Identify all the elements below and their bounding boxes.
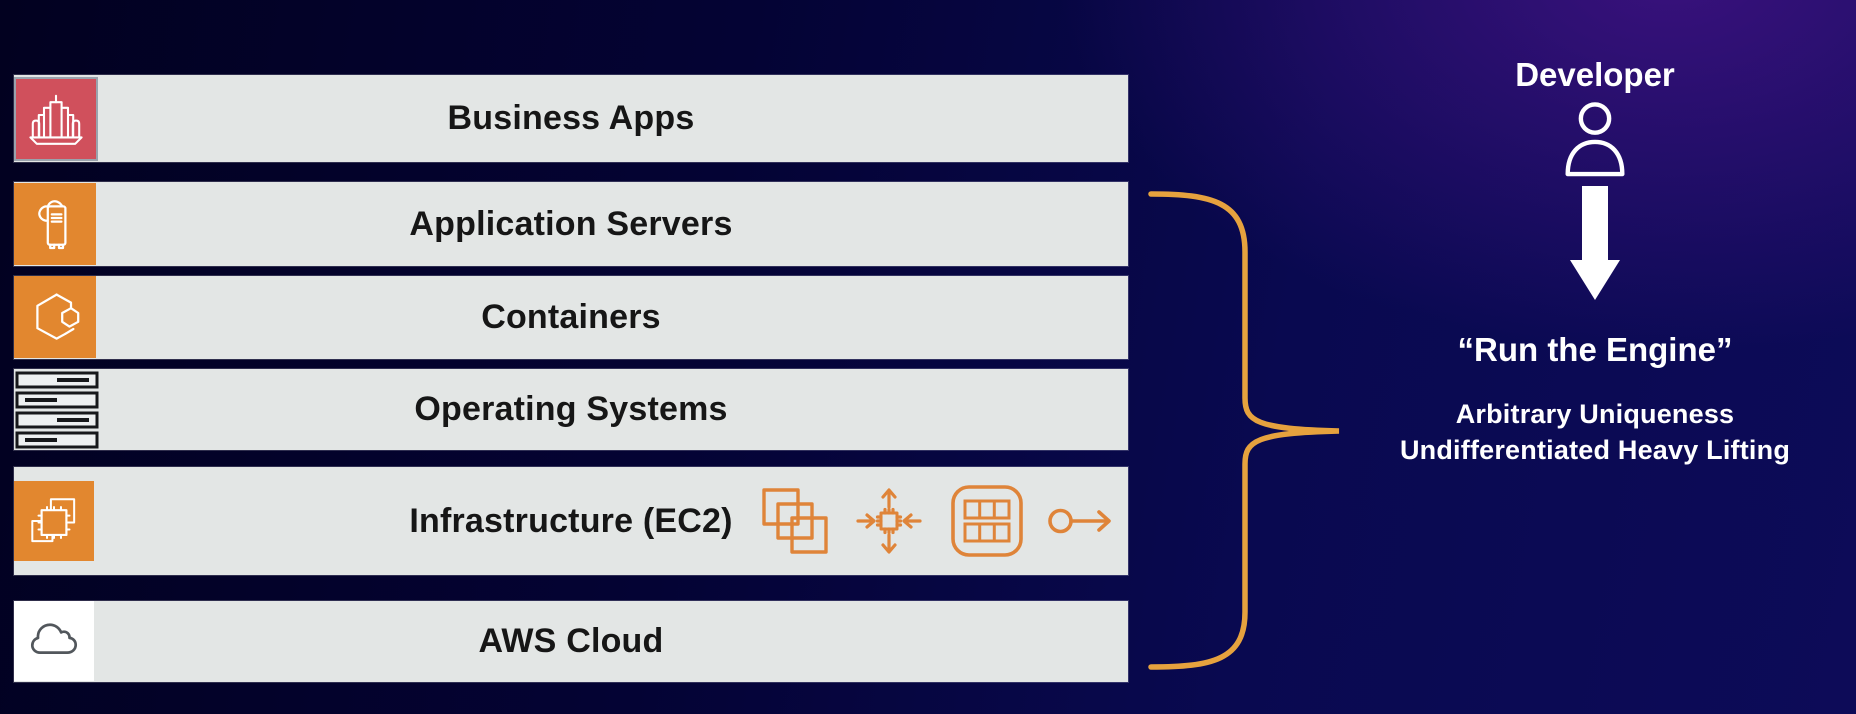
instance-grid-icon [951,485,1023,557]
developer-title: Developer [1515,56,1675,93]
key-arrow-icon [1048,508,1111,534]
layer-label: Infrastructure (EC2) [409,501,733,540]
layer-label: Containers [481,298,661,336]
stack-layer-application-servers: Application Servers [14,182,1128,266]
stack-layer-aws-cloud: AWS Cloud [14,601,1128,682]
ec2-feature-icons [762,467,1120,575]
layer-bar: Containers [14,276,1128,359]
application-server-icon [14,183,96,265]
heavy-lifting-subtitle: Arbitrary Uniqueness Undifferentiated He… [1400,396,1790,468]
stack-layer-business-apps: Business Apps [14,75,1128,162]
down-arrow-icon [1568,186,1622,302]
subtitle-line-1: Arbitrary Uniqueness [1455,399,1735,429]
containers-icon [14,276,96,358]
layer-bar: AWS Cloud [14,601,1128,682]
person-icon [1552,100,1638,178]
developer-panel: Developer “Run the Engine” Arbitrary Uni… [1330,0,1856,714]
run-the-engine-quote: “Run the Engine” [1457,331,1733,368]
layer-label: AWS Cloud [478,622,664,660]
layer-label: Business Apps [447,99,695,137]
stack-layer-infrastructure-ec2: Infrastructure (EC2) [14,467,1128,575]
layer-bar: Business Apps [14,75,1128,162]
stacked-instances-icon [762,488,828,554]
layer-bar: Operating Systems [14,369,1128,450]
layer-bar: Application Servers [14,182,1128,266]
server-stack-icon [14,369,100,451]
stack-layer-operating-systems: Operating Systems [14,369,1128,450]
stack-layer-containers: Containers [14,276,1128,359]
cloud-icon [14,601,94,681]
subtitle-line-2: Undifferentiated Heavy Lifting [1399,435,1791,465]
layer-label: Application Servers [409,204,733,243]
layer-label: Operating Systems [414,390,728,428]
layer-bar: Infrastructure (EC2) [14,467,1128,575]
business-apps-icon [14,77,98,161]
elastic-compute-icon [856,488,922,554]
ec2-chip-icon [14,481,94,561]
